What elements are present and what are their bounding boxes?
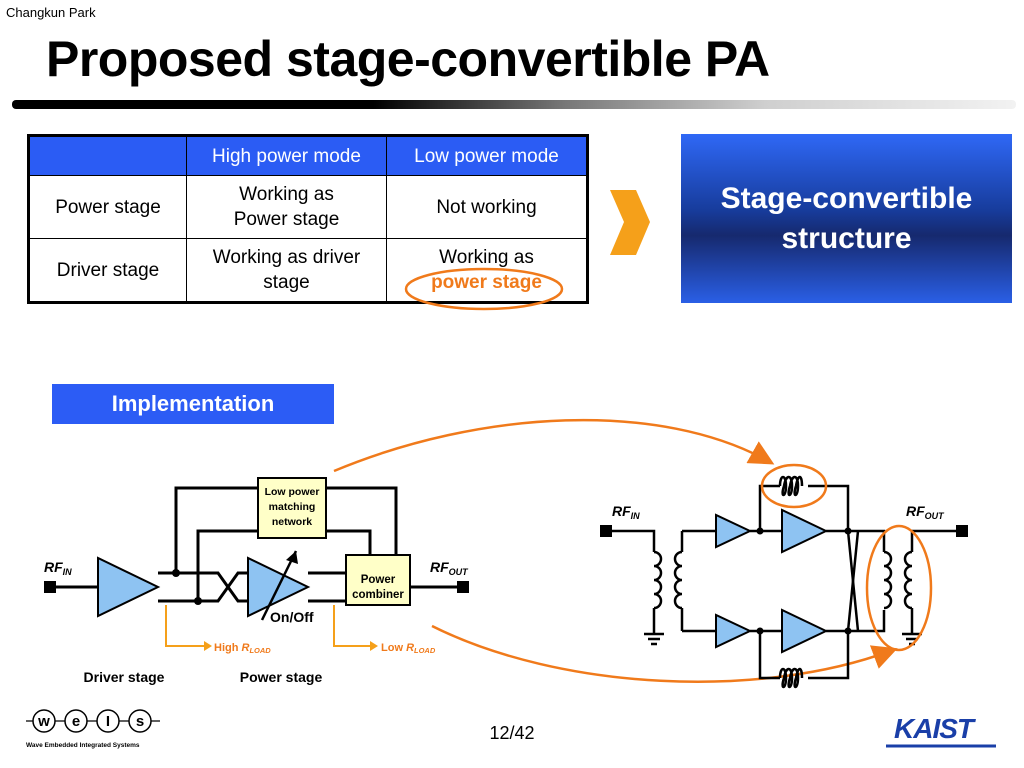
junction-dot — [172, 569, 180, 577]
structure-line2: structure — [781, 221, 912, 255]
junction-dot — [756, 627, 764, 635]
table-header-low: Low power mode — [386, 135, 588, 176]
high-rload-label: High RLOAD — [214, 642, 271, 655]
power-stage-label: Power stage — [240, 669, 323, 685]
junction-dot — [756, 527, 764, 535]
high-rload-sub: LOAD — [249, 646, 271, 655]
rf-in-main-right: RF — [612, 503, 631, 519]
low-rload-pointer — [333, 605, 370, 647]
cell-line: Working as driver — [212, 247, 361, 268]
coil-highlight-ellipse — [760, 463, 828, 509]
row-stage-label: Power stage — [28, 175, 187, 239]
on-off-label: On/Off — [270, 609, 314, 625]
table-row: Driver stage Working as driver stage Work… — [28, 238, 588, 303]
high-rload-text: High — [214, 642, 242, 654]
weis-caption: Wave Embedded Integrated Systems — [26, 742, 140, 749]
rf-in-main: RF — [44, 559, 63, 575]
driver-stage-label: Driver stage — [84, 669, 165, 685]
combiner-label-line2: combiner — [352, 589, 404, 601]
rf-out-terminal — [956, 525, 968, 537]
low-rload-text: Low — [381, 642, 406, 654]
arrow-curve-top — [333, 418, 775, 473]
table-cell: Working as driver stage — [186, 238, 387, 303]
cell-line: Working as — [239, 184, 334, 205]
chevron-right-icon — [610, 190, 650, 255]
arrow-curve-bottom — [431, 624, 898, 683]
junction-dot — [194, 597, 202, 605]
junction-dot — [844, 527, 852, 535]
kaist-wordmark: KAIST — [894, 713, 977, 744]
weis-letter-w: w — [37, 713, 50, 730]
table-cell: Working as power stage — [386, 238, 588, 303]
structure-line1: Stage-convertible — [720, 181, 973, 215]
rf-out-sub-right: OUT — [925, 511, 946, 521]
low-rload-r: R — [406, 642, 414, 654]
slide-title: Proposed stage-convertible PA — [46, 31, 770, 87]
rf-in-sub: IN — [63, 567, 73, 577]
arrowhead-icon — [286, 551, 298, 564]
highlight-text: power stage — [431, 272, 542, 293]
rf-in-sub-right: IN — [631, 511, 641, 521]
cell-line: Not working — [436, 196, 537, 218]
cell-line: Power stage — [233, 209, 340, 230]
structure-callout: Stage-convertible structure — [681, 134, 1012, 303]
arrowhead-icon — [204, 641, 212, 651]
transformer-highlight-ellipse — [865, 524, 933, 652]
driver-amplifier-icon — [97, 556, 161, 618]
rf-out-main-right: RF — [906, 503, 925, 519]
bottom-driver-amplifier-icon — [715, 613, 753, 649]
power-combiner-box — [345, 554, 411, 606]
right-circuit — [606, 475, 962, 689]
table-header-row: High power mode Low power mode — [28, 135, 588, 176]
weis-letter-e: e — [72, 713, 80, 730]
arrowhead-icon — [370, 641, 378, 651]
left-circuit — [50, 486, 462, 603]
weis-letter-i: I — [106, 713, 110, 730]
author-name: Changkun Park — [6, 5, 96, 20]
row-stage-label: Driver stage — [28, 238, 187, 303]
table-cell: Not working — [386, 175, 588, 239]
matching-label-line2: matching — [269, 501, 316, 513]
rf-out-label-right: RFOUT — [906, 503, 945, 521]
top-power-amplifier-icon — [781, 508, 829, 554]
table-row: Power stage Working as Power stage Not wo… — [28, 175, 588, 239]
highlight-ellipse — [404, 267, 564, 311]
page-number: 12/42 — [489, 723, 535, 743]
combiner-label-line1: Power — [361, 574, 396, 586]
table-cell: Working as Power stage — [186, 175, 387, 239]
title-underline — [12, 100, 1016, 109]
high-rload-pointer — [165, 605, 204, 647]
top-driver-amplifier-icon — [715, 513, 753, 549]
bottom-power-amplifier-icon — [781, 608, 829, 654]
matching-label-line3: network — [272, 516, 312, 528]
rf-in-label: RFIN — [44, 559, 72, 577]
kaist-logo: KAIST — [886, 713, 996, 748]
rf-out-main: RF — [430, 559, 449, 575]
matching-network-box — [257, 477, 327, 539]
weis-logo: w e I s Wave Embedded Integrated Systems — [26, 709, 160, 749]
matching-label-line1: Low power — [265, 486, 320, 498]
rf-out-sub: OUT — [449, 567, 470, 577]
low-rload-label: Low RLOAD — [381, 642, 436, 655]
rf-out-label: RFOUT — [430, 559, 469, 577]
cell-line: Working as — [439, 247, 534, 268]
mode-table: High power mode Low power mode Power sta… — [27, 134, 589, 304]
low-rload-sub: LOAD — [414, 646, 436, 655]
cell-line: stage — [263, 272, 310, 293]
high-rload-r: R — [242, 642, 250, 654]
junction-dot — [844, 627, 852, 635]
rf-in-label-right: RFIN — [612, 503, 640, 521]
implementation-label: Implementation — [52, 384, 334, 424]
weis-letter-s: s — [136, 713, 144, 730]
rf-in-terminal — [600, 525, 612, 537]
variable-arrow-icon — [260, 550, 298, 621]
rf-out-terminal — [457, 581, 469, 593]
rf-in-terminal — [44, 581, 56, 593]
